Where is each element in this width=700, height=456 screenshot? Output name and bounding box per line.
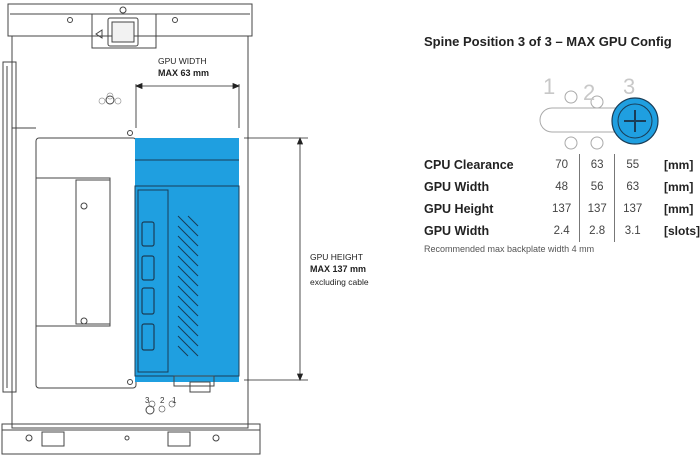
gpu-width-value: MAX 63 mm <box>158 68 210 78</box>
row-value: 70 <box>555 159 569 171</box>
row-value: 2.4 <box>553 225 570 237</box>
gpu-clearance-region <box>135 138 239 382</box>
mini-spine-indicator-bottom <box>148 400 176 413</box>
spine-position-3-label: 3 <box>623 74 635 99</box>
row-unit: [slots] <box>664 224 700 238</box>
gpu-vent-grille <box>177 215 199 357</box>
row-value: 63 <box>614 176 650 198</box>
table-row: CPU Clearance 70 63 55 [mm] <box>424 154 700 176</box>
gpu-width-label: GPU WIDTH <box>158 56 207 66</box>
row-label: GPU Width <box>424 180 490 194</box>
gpu-height-dimension <box>244 136 308 382</box>
row-unit: [mm] <box>664 180 694 194</box>
row-unit: [mm] <box>664 202 694 216</box>
gpu-height-value: MAX 137 mm <box>310 264 367 274</box>
row-value: 63 <box>578 154 615 176</box>
row-label: GPU Width <box>424 224 490 238</box>
config-title: Spine Position 3 of 3 – MAX GPU Config <box>424 34 672 49</box>
spec-table: CPU Clearance 70 63 55 [mm] GPU Width 48… <box>424 154 700 242</box>
spine-position-2-label: 2 <box>583 80 595 105</box>
table-row: GPU Width 2.4 2.8 3.1 [slots] <box>424 220 700 242</box>
mini-spine-label-2: 2 <box>160 396 165 405</box>
gpu-height-label: GPU HEIGHT <box>310 252 363 262</box>
row-value: 3.1 <box>614 220 650 242</box>
top-latch <box>67 6 178 49</box>
gpu-card <box>134 159 240 393</box>
row-label: CPU Clearance <box>424 158 514 172</box>
case-frame <box>1 3 261 455</box>
mini-spine-label-3: 3 <box>145 396 150 405</box>
row-value: 137 <box>552 203 572 215</box>
spine-knob-selected <box>611 97 659 145</box>
mini-spine-label-1: 1 <box>172 396 177 405</box>
row-value: 55 <box>614 154 650 176</box>
row-value: 137 <box>578 198 615 220</box>
gpu-ports <box>141 221 155 351</box>
spine-position-1-label: 1 <box>543 74 555 99</box>
table-row: GPU Height 137 137 137 [mm] <box>424 198 700 220</box>
row-value: 137 <box>614 198 650 220</box>
gpu-height-note: excluding cable <box>310 277 369 287</box>
row-label: GPU Height <box>424 202 494 216</box>
row-value: 2.8 <box>578 220 615 242</box>
row-unit: [mm] <box>664 158 694 172</box>
backplate-note: Recommended max backplate width 4 mm <box>424 244 595 254</box>
gpu-width-dimension <box>134 82 241 128</box>
row-value: 48 <box>555 181 569 193</box>
mini-spine-indicator-top <box>98 92 122 105</box>
row-value: 56 <box>578 176 615 198</box>
table-row: GPU Width 48 56 63 [mm] <box>424 176 700 198</box>
